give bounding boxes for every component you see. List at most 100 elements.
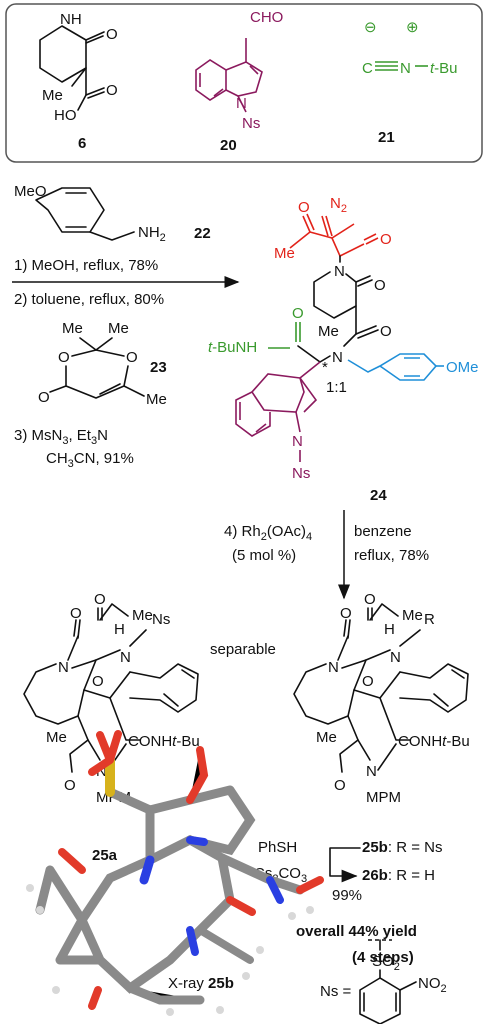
p25a-n-ring: N <box>58 659 69 676</box>
p25a-conh: CONHt-Bu <box>128 733 200 750</box>
step4-right2: reflux, 78% <box>354 547 429 564</box>
pr-n-indoline: N <box>390 649 401 666</box>
c24-o-amide: O <box>380 323 392 340</box>
r22-label: 22 <box>194 225 211 242</box>
product-r: O Me O H R N N O Me N O CONHt-Bu MPM <box>293 591 470 806</box>
r22-meo: MeO <box>14 183 47 200</box>
c24-o-lactam: O <box>374 277 386 294</box>
c6-ho: HO <box>54 107 77 124</box>
starting-materials-box <box>5 3 483 163</box>
r23-o1: O <box>58 349 70 366</box>
ns-definition: Ns = SO2 NO2 <box>320 939 447 1024</box>
p25a-me-quat: Me <box>46 729 67 746</box>
xray-structure <box>26 730 324 1016</box>
pr-me-quat: Me <box>316 729 337 746</box>
p25a-o-amide: O <box>64 777 76 794</box>
step4-left1: 4) Rh2(OAc)4 <box>224 523 312 543</box>
c20-n: N <box>236 95 247 112</box>
compound-21: ⊖ ⊕ C N t-Bu 21 <box>362 19 458 146</box>
separable-label: separable <box>210 641 276 658</box>
step4-left2: (5 mol %) <box>232 547 296 564</box>
r23-o2: O <box>126 349 138 366</box>
xray-label: X-ray 25b <box>168 975 234 992</box>
deprotect-yield: 99% <box>332 887 362 904</box>
step-3-line2: CH3CN, 91% <box>46 450 134 470</box>
c21-n: N <box>400 60 411 77</box>
c6-label: 6 <box>78 135 86 152</box>
pr-o-top: O <box>364 591 376 608</box>
product-25a: O Me O H N Ns N O Me N O CONHt-Bu MPM 25… <box>23 591 200 864</box>
c24-o-tbu: O <box>292 305 304 322</box>
deprotect-phsh: PhSH <box>258 839 297 856</box>
pr-o-bridge: O <box>362 673 374 690</box>
p25a-n-amide: N <box>96 763 107 780</box>
c6-o2: O <box>106 82 118 99</box>
step-2: 2) toluene, reflux, 80% <box>14 291 164 308</box>
compound-20: CHO N Ns 20 <box>195 9 283 154</box>
deprotect-arrow <box>329 847 361 883</box>
pr-mpm: MPM <box>366 789 401 806</box>
pr-me: Me <box>402 607 423 624</box>
c24-me-quat: Me <box>318 323 339 340</box>
overall-yield: overall 44% yield <box>296 923 417 940</box>
step-1: 1) MeOH, reflux, 78% <box>14 257 158 274</box>
c24-ns: Ns <box>292 465 310 482</box>
c24-indole-n: N <box>292 433 303 450</box>
c24-label: 24 <box>370 487 387 504</box>
pr-h: H <box>384 621 395 638</box>
c24-pmb-ome: OMe <box>446 359 479 376</box>
c21-tbu: t-Bu <box>430 60 458 77</box>
overall-steps: (4 steps) <box>352 949 414 966</box>
r23-me3: Me <box>146 391 167 408</box>
c20-label: 20 <box>220 137 237 154</box>
compound-6: NH O Me O HO 6 <box>39 11 118 152</box>
c24-n-ring: N <box>334 263 345 280</box>
pr-o-lactam: O <box>340 605 352 622</box>
c24-tbunh: t-BuNH <box>208 339 257 356</box>
p25a-me: Me <box>132 607 153 624</box>
c24-o-ketone: O <box>298 199 310 216</box>
c24-me: Me <box>274 245 295 262</box>
ns-so2: SO2 <box>372 953 400 973</box>
c24-n-amide: N <box>332 349 343 366</box>
r23-me1: Me <box>62 320 83 337</box>
p25a-n-indoline: N <box>120 649 131 666</box>
r23-label: 23 <box>150 359 167 376</box>
pr-o-amide: O <box>334 777 346 794</box>
c24-o-imide: O <box>380 231 392 248</box>
c6-o1: O <box>106 26 118 43</box>
p25a-ns: Ns <box>152 611 170 628</box>
p25a-o-lactam: O <box>70 605 82 622</box>
ns-eq: Ns = <box>320 983 352 1000</box>
step-3-line1: 3) MsN3, Et3N <box>14 427 108 447</box>
compound-24: N2 O Me O N O Me O N t-BuNH O * 1:1 N <box>208 195 479 504</box>
r23-o3: O <box>38 389 50 406</box>
c21-c: C <box>362 60 373 77</box>
p25a-h: H <box>114 621 125 638</box>
c21-label: 21 <box>378 129 395 146</box>
reagent-22: MeO NH2 22 <box>14 183 211 244</box>
c24-n2: N2 <box>330 195 347 215</box>
c21-charge-plus: ⊕ <box>406 19 419 36</box>
pr-conh: CONHt-Bu <box>398 733 470 750</box>
reagent-23: Me Me O O O Me 23 <box>38 320 167 408</box>
step4-right1: benzene <box>354 523 412 540</box>
deprotect-25b: 25b: R = Ns <box>362 839 442 856</box>
r22-nh2: NH2 <box>138 224 166 244</box>
deprotect-26b: 26b: R = H <box>362 867 435 884</box>
p25a-o-bridge: O <box>92 673 104 690</box>
p25a-label: 25a <box>92 847 118 864</box>
c24-star: * <box>322 359 328 376</box>
p25a-o-top: O <box>94 591 106 608</box>
c20-ns: Ns <box>242 115 260 132</box>
c6-nh: NH <box>60 11 82 28</box>
c24-ratio: 1:1 <box>326 379 347 396</box>
pr-r: R <box>424 611 435 628</box>
c20-cho: CHO <box>250 9 283 26</box>
pr-n-ring: N <box>328 659 339 676</box>
ns-no2: NO2 <box>418 975 447 995</box>
pr-n-amide: N <box>366 763 377 780</box>
c21-charge-minus: ⊖ <box>364 19 377 36</box>
c6-me: Me <box>42 87 63 104</box>
